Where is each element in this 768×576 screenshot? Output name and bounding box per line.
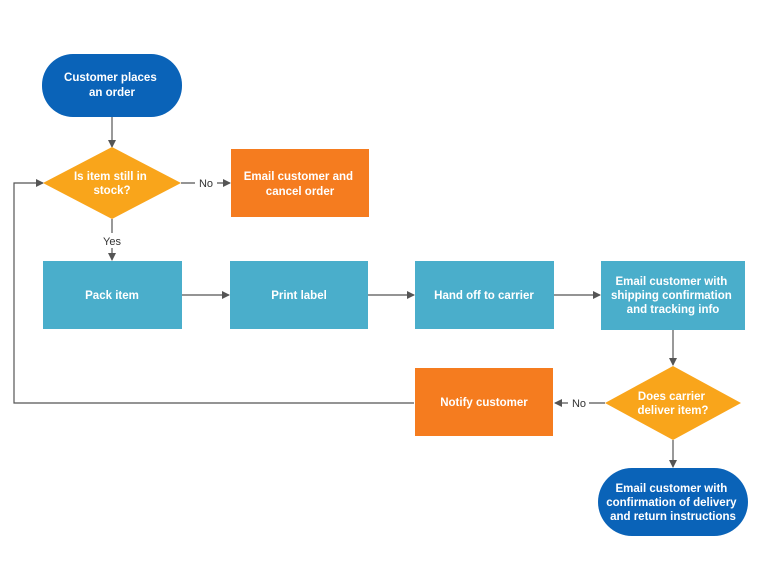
node-label: Email customer with shipping confirmatio…: [611, 276, 735, 316]
decision-shape: [605, 366, 741, 440]
node-notify-customer: Notify customer: [415, 368, 553, 436]
alert-shape: [415, 368, 553, 436]
edge-notify-loop-to-stock-check: [13, 179, 414, 404]
node-label: Email customer and cancel order: [244, 171, 357, 198]
node-hand-off-to-carrier: Hand off to carrier: [415, 261, 554, 329]
edge-label-no-stock: No: [199, 178, 213, 190]
node-label: Pack item: [85, 290, 139, 302]
terminal-shape: [42, 54, 182, 117]
process-shape: [601, 261, 745, 330]
node-label: Email customer with confirmation of deli…: [606, 483, 740, 523]
decision-shape: [43, 147, 181, 219]
process-shape: [415, 261, 554, 329]
node-print-label: Print label: [230, 261, 368, 329]
connectors: [13, 117, 677, 468]
node-stock-check-decision: Is item still in stock?: [43, 147, 181, 219]
node-label: Does carrier deliver item?: [638, 391, 709, 417]
node-label: Is item still in stock?: [74, 171, 150, 197]
node-shipping-confirmation-email: Email customer with shipping confirmatio…: [601, 261, 745, 330]
process-shape: [43, 261, 182, 329]
node-label: Customer places an order: [64, 72, 160, 99]
alert-shape: [231, 149, 369, 217]
node-delivery-check-decision: Does carrier deliver item?: [605, 366, 741, 440]
node-cancel-order: Email customer and cancel order: [231, 149, 369, 217]
node-delivery-confirmation-email: Email customer with confirmation of deli…: [598, 468, 748, 536]
node-label: Hand off to carrier: [434, 290, 534, 302]
node-label: Print label: [271, 290, 327, 302]
edge-label-yes-stock: Yes: [103, 236, 121, 248]
process-shape: [230, 261, 368, 329]
node-pack-item: Pack item: [43, 261, 182, 329]
node-label: Notify customer: [440, 397, 528, 409]
terminal-shape: [598, 468, 748, 536]
edge-label-no-delivery: No: [572, 398, 586, 410]
node-customer-places-order: Customer places an order: [42, 54, 182, 117]
